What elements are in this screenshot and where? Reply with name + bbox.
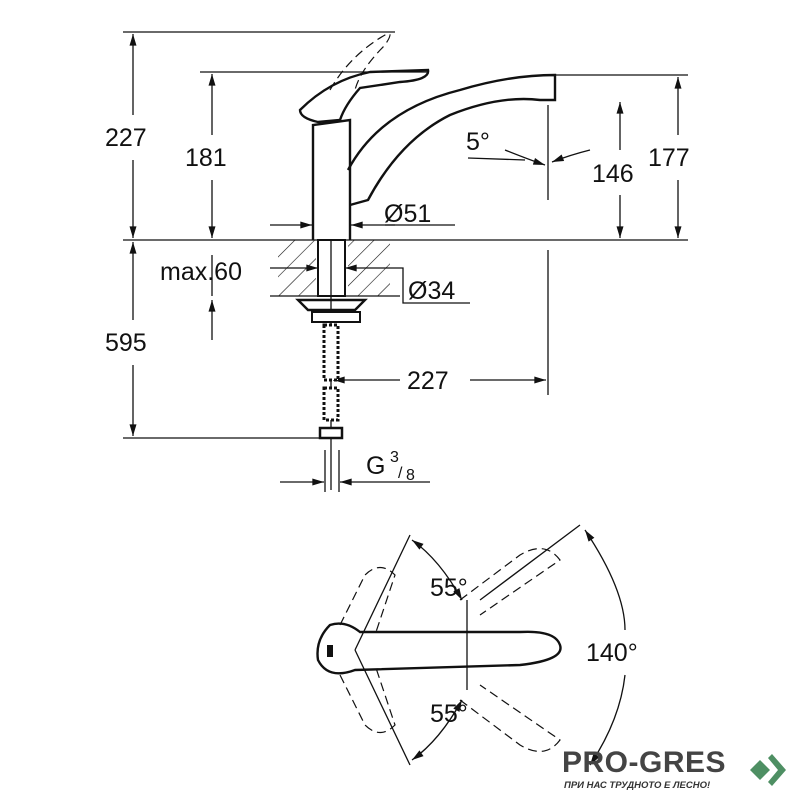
label-max-thickness: max.60 [160, 258, 242, 286]
label-total-height: 227 [105, 124, 147, 152]
logo-tagline: ПРИ НАС ТРУДНОТО Е ЛЕСНО! [564, 780, 711, 791]
label-angle-lower: 55° [430, 700, 468, 728]
label-body-diameter: Ø51 [384, 200, 431, 228]
label-connection: G [366, 452, 385, 480]
label-connection-slash: / [398, 465, 403, 482]
label-angle-total: 140° [586, 639, 638, 667]
label-body-height: 181 [185, 144, 227, 172]
logo-name: PRO-GRES [562, 746, 727, 779]
faucet-top-view [316, 524, 626, 766]
label-spout-reach: 227 [407, 367, 449, 395]
label-spout-angle: 5° [466, 128, 490, 156]
faucet-side-view [295, 33, 557, 490]
pro-gres-logo: PRO-GRES ПРИ НАС ТРУДНОТО Е ЛЕСНО! [560, 746, 796, 796]
label-angle-upper: 55° [430, 574, 468, 602]
label-hose-length: 595 [105, 329, 147, 357]
label-connection-num: 3 [390, 449, 399, 466]
label-hole-diameter: Ø34 [408, 277, 455, 305]
label-connection-den: 8 [406, 467, 415, 484]
countertop-section [278, 240, 390, 296]
label-outlet-height: 146 [592, 160, 634, 188]
label-spout-height: 177 [648, 144, 690, 172]
extension-lines [123, 31, 688, 439]
logo-chevron-icon [750, 754, 786, 786]
